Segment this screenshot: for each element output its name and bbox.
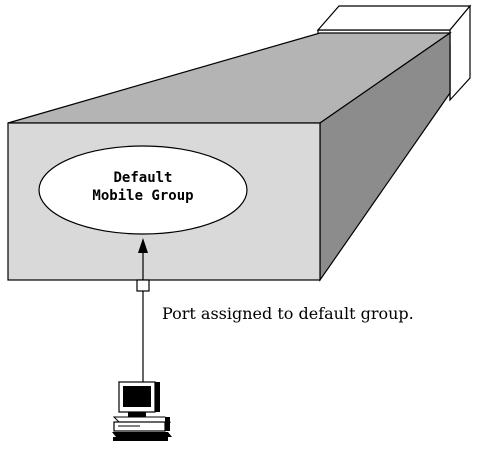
arrowhead-icon xyxy=(138,238,148,253)
group-label-line2: Mobile Group xyxy=(92,188,193,204)
port-caption: Port assigned to default group. xyxy=(162,304,414,323)
group-label-line1: Default xyxy=(113,170,172,186)
default-mobile-group-ellipse xyxy=(38,145,248,235)
workstation-computer-icon xyxy=(112,381,172,441)
port-icon xyxy=(136,279,150,292)
